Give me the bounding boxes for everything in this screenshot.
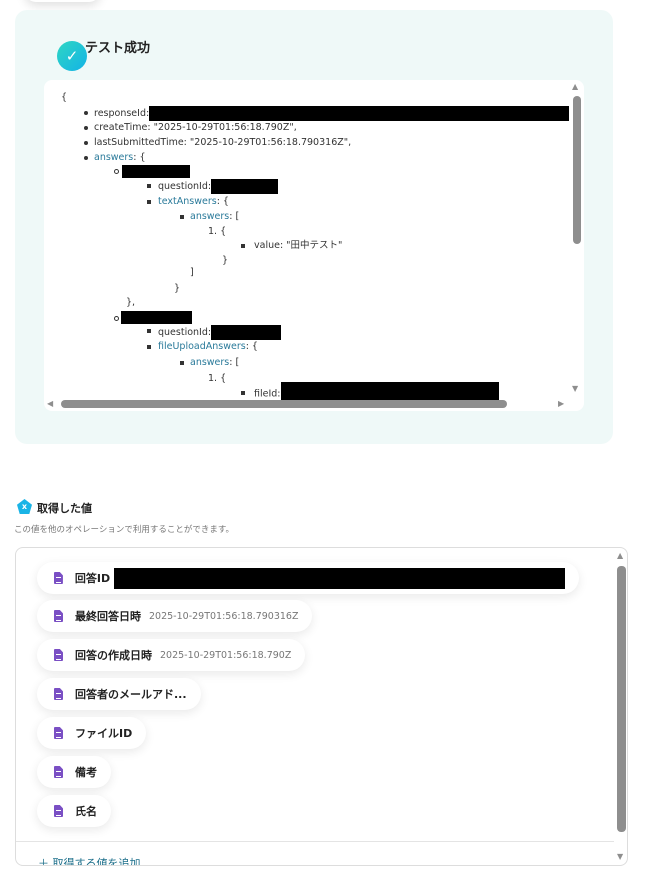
value-pill-create-time[interactable]: 回答の作成日時 2025-10-29T01:56:18.790Z — [37, 639, 306, 671]
google-forms-icon — [54, 727, 63, 739]
section-title: 取得した値 — [37, 502, 92, 515]
check-icon: ✓ — [57, 41, 87, 71]
json-answers-array: answers: [ — [190, 357, 240, 368]
json-response-id: responseId: — [94, 106, 570, 121]
scroll-right-arrow-icon[interactable]: ▶ — [558, 399, 565, 408]
divider — [16, 841, 614, 842]
add-value-label: 取得する値を追加 — [52, 857, 141, 866]
google-forms-icon — [54, 805, 63, 817]
scroll-down-arrow-icon[interactable]: ▼ — [617, 852, 624, 861]
vertical-scrollbar[interactable] — [573, 96, 581, 244]
value-label: 氏名 — [75, 805, 97, 818]
json-viewer: { responseId: createTime: "2025-10-29T01… — [44, 80, 584, 411]
json-bracket: ] — [190, 267, 194, 278]
json-item: 1. { — [208, 226, 227, 237]
value-pill-email[interactable]: 回答者のメールアド... — [37, 678, 201, 710]
value-label: 回答者のメールアド... — [75, 688, 187, 701]
value-label: ファイルID — [75, 727, 133, 740]
value-pill-name[interactable]: 氏名 — [37, 795, 111, 827]
google-forms-icon — [54, 766, 63, 778]
json-last-submitted: lastSubmittedTime: "2025-10-29T01:56:18.… — [94, 137, 352, 148]
json-create-time: createTime: "2025-10-29T01:56:18.790Z", — [94, 122, 297, 133]
value-label: 最終回答日時 — [75, 610, 141, 623]
google-forms-icon — [54, 572, 63, 584]
value-text: 2025-10-29T01:56:18.790Z — [160, 649, 292, 661]
section-subtitle: この値を他のオペレーションで利用することができます。 — [14, 525, 234, 535]
redacted-block — [211, 325, 282, 340]
plus-icon: ＋ — [38, 857, 49, 866]
json-question-id: questionId: — [158, 179, 279, 194]
previous-card-edge — [25, 0, 100, 2]
google-forms-icon — [54, 649, 63, 661]
add-value-button[interactable]: ＋ 取得する値を追加 — [38, 855, 141, 866]
vertical-scrollbar[interactable] — [617, 566, 626, 832]
horizontal-scrollbar[interactable] — [61, 400, 507, 408]
value-label: 回答ID — [74, 572, 111, 585]
value-pill-notes[interactable]: 備考 — [37, 756, 111, 788]
redacted-block — [114, 567, 565, 589]
redacted-block — [149, 106, 570, 121]
json-value: value: "田中テスト" — [254, 240, 343, 251]
google-forms-icon — [54, 610, 63, 622]
values-list: 回答ID 最終回答日時 2025-10-29T01:56:18.790316Z 回… — [15, 547, 628, 866]
redacted-block — [211, 179, 279, 194]
scroll-down-arrow-icon[interactable]: ▼ — [572, 384, 579, 393]
scroll-up-arrow-icon[interactable]: ▲ — [617, 551, 624, 560]
json-file-upload-answers: fileUploadAnswers: { — [158, 341, 258, 352]
json-text-answers: textAnswers: { — [158, 196, 229, 207]
scroll-up-arrow-icon[interactable]: ▲ — [572, 82, 579, 91]
value-pill-file-id[interactable]: ファイルID — [37, 717, 147, 749]
redacted-block — [122, 165, 190, 178]
json-item: 1. { — [208, 373, 227, 384]
json-brace: }, — [126, 297, 136, 308]
value-pill-response-id[interactable]: 回答ID — [37, 562, 579, 594]
json-brace: } — [222, 255, 229, 266]
test-result-title: テスト成功 — [85, 41, 151, 56]
google-forms-icon — [54, 688, 63, 700]
value-text: 2025-10-29T01:56:18.790316Z — [149, 610, 299, 622]
value-pill-last-submitted[interactable]: 最終回答日時 2025-10-29T01:56:18.790316Z — [37, 600, 313, 632]
value-label: 回答の作成日時 — [75, 649, 152, 662]
json-question-id: questionId: — [158, 325, 282, 340]
scroll-left-arrow-icon[interactable]: ◀ — [47, 399, 54, 408]
value-label: 備考 — [75, 766, 97, 779]
json-brace: } — [174, 283, 181, 294]
json-brace: { — [61, 92, 68, 103]
json-answers: answers: { — [94, 152, 146, 163]
redacted-block — [121, 311, 192, 324]
json-answers-array: answers: [ — [190, 211, 240, 222]
variable-icon: x — [17, 499, 32, 514]
